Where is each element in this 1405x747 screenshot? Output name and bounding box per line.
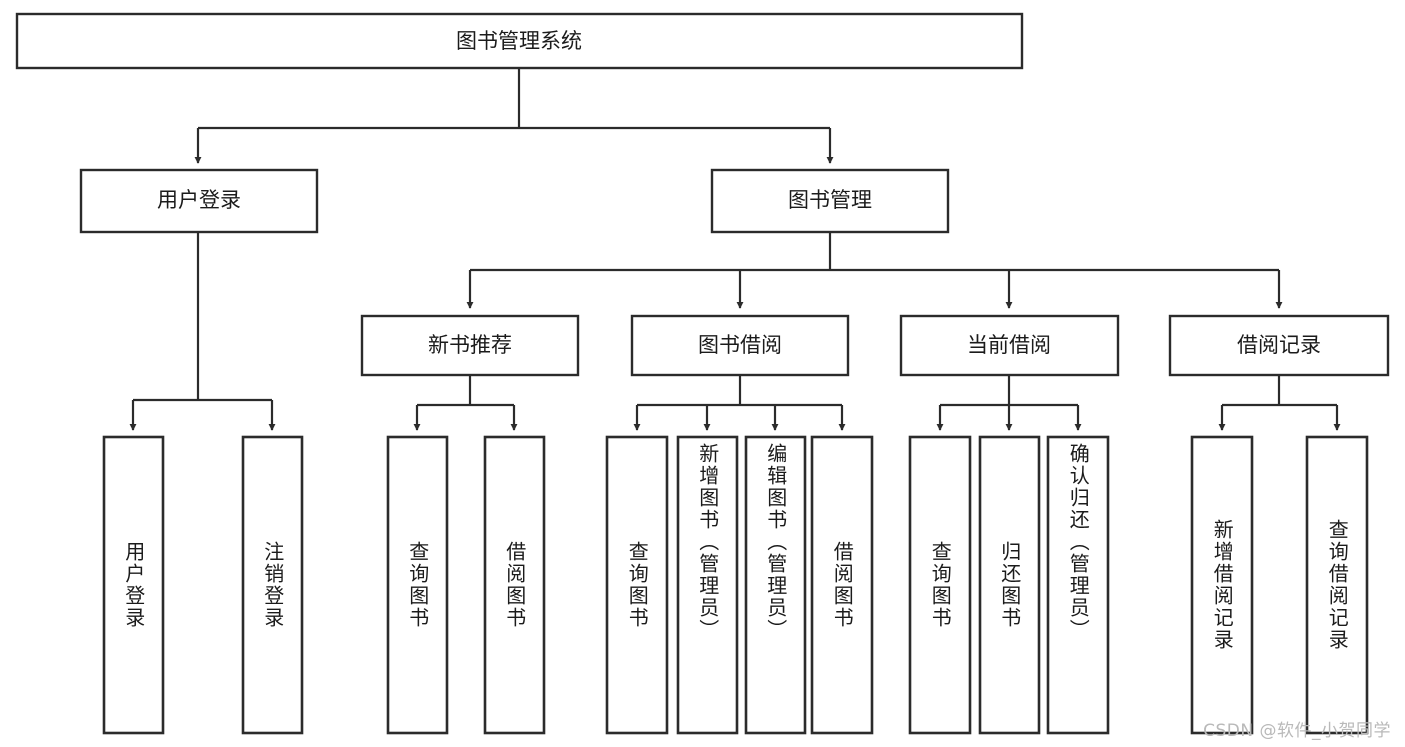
csdn-watermark: CSDN @软件_小贺同学 bbox=[1203, 721, 1391, 741]
leaf-box-query-record[interactable] bbox=[1305, 435, 1369, 735]
edge-group-current-borrow-to-leaves bbox=[936, 375, 1082, 431]
leaf-group-book-borrow bbox=[605, 435, 874, 735]
edge-group-root-to-level2 bbox=[194, 68, 834, 164]
leaf-box-borrow-book-1[interactable] bbox=[483, 435, 546, 735]
edge-group-book-borrow-to-leaves bbox=[633, 375, 846, 431]
node-book-manage-label: 图书管理 bbox=[788, 188, 872, 212]
node-new-book-rec-box[interactable] bbox=[360, 314, 580, 377]
leaf-group-new-book-rec bbox=[386, 435, 546, 735]
leaf-group-current-borrow bbox=[908, 435, 1110, 735]
node-book-borrow-box[interactable] bbox=[630, 314, 850, 377]
edge-group-book-manage-to-level3 bbox=[466, 232, 1283, 309]
node-user-login-box[interactable] bbox=[79, 168, 319, 234]
leaf-box-add-book[interactable] bbox=[676, 435, 739, 735]
node-current-borrow[interactable]: 当前借阅 bbox=[899, 314, 1120, 377]
leaf-box-add-record[interactable] bbox=[1190, 435, 1254, 735]
leaf-box-edit-book[interactable] bbox=[744, 435, 807, 735]
leaf-box-query-book-3[interactable] bbox=[908, 435, 972, 735]
node-book-manage[interactable]: 图书管理 bbox=[710, 168, 950, 234]
node-book-borrow-label: 图书借阅 bbox=[698, 333, 782, 357]
leaf-group-borrow-record bbox=[1190, 435, 1369, 735]
node-user-login-label: 用户登录 bbox=[157, 188, 241, 212]
node-new-book-rec[interactable]: 新书推荐 bbox=[360, 314, 580, 377]
leaf-box-query-book-2[interactable] bbox=[605, 435, 669, 735]
edge-group-new-book-rec-to-leaves bbox=[413, 375, 518, 431]
node-root-box[interactable] bbox=[15, 12, 1024, 70]
node-user-login[interactable]: 用户登录 bbox=[79, 168, 319, 234]
edge-group-borrow-record-to-leaves bbox=[1218, 375, 1341, 431]
node-book-borrow[interactable]: 图书借阅 bbox=[630, 314, 850, 377]
leaf-box-return-book[interactable] bbox=[978, 435, 1041, 735]
node-book-manage-box[interactable] bbox=[710, 168, 950, 234]
node-new-book-rec-label: 新书推荐 bbox=[428, 333, 512, 357]
node-root-label: 图书管理系统 bbox=[456, 29, 582, 53]
edge-group-user-login-to-leaves bbox=[129, 232, 276, 431]
leaf-box-query-book-1[interactable] bbox=[386, 435, 449, 735]
leaf-box-user-logout[interactable] bbox=[241, 435, 304, 735]
leaf-box-borrow-book-2[interactable] bbox=[810, 435, 874, 735]
node-borrow-record-box[interactable] bbox=[1168, 314, 1390, 377]
leaf-box-confirm-return[interactable] bbox=[1046, 435, 1110, 735]
node-current-borrow-box[interactable] bbox=[899, 314, 1120, 377]
node-root[interactable]: 图书管理系统 bbox=[15, 12, 1024, 70]
node-current-borrow-label: 当前借阅 bbox=[967, 333, 1051, 357]
node-borrow-record[interactable]: 借阅记录 bbox=[1168, 314, 1390, 377]
node-borrow-record-label: 借阅记录 bbox=[1237, 333, 1321, 357]
leaf-group-user-login bbox=[102, 435, 304, 735]
leaf-box-user-login[interactable] bbox=[102, 435, 165, 735]
